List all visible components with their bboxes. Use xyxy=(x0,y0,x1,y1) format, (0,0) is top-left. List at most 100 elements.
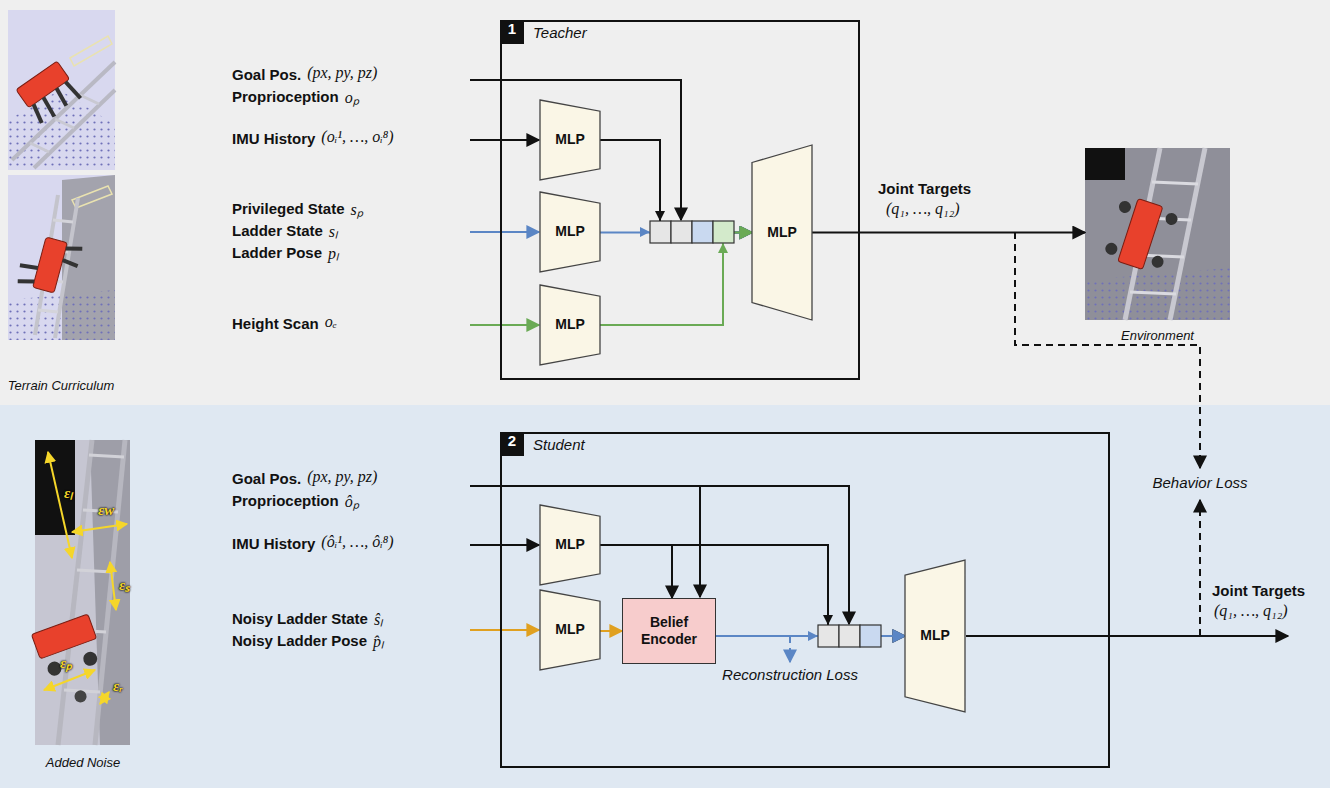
environment-image xyxy=(1104,241,1119,256)
mlp-outline xyxy=(540,505,600,585)
feature-vector xyxy=(650,221,671,243)
terrain-image-ramp xyxy=(34,90,115,168)
noise-image xyxy=(31,440,130,745)
model-frame: 2 StudentMLP MLP Belief Encoder MLP xyxy=(500,432,1110,768)
input-name: Proprioception xyxy=(232,492,339,509)
terrain-image-ramp xyxy=(55,119,74,128)
input-name: Noisy Ladder State xyxy=(232,610,368,627)
math-symbol: (ôᵢ¹, …, ôᵢ⁸) xyxy=(321,533,393,551)
noise-image xyxy=(73,689,88,704)
connector-arrow xyxy=(812,232,1085,234)
connector-arrow xyxy=(600,545,672,598)
feature-arrowhead xyxy=(823,615,833,625)
terrain-image-ramp xyxy=(55,88,68,106)
feature-vector xyxy=(713,221,734,243)
block-label: MLP xyxy=(555,223,585,241)
environment-image xyxy=(1085,268,1230,320)
terrain-image-ladder xyxy=(18,277,34,285)
frame-tab: 1Teacher xyxy=(500,20,587,44)
input-name: Goal Pos. xyxy=(232,66,301,83)
noise-symbol: εᵣ xyxy=(113,678,123,695)
feature-arrowhead xyxy=(718,243,728,253)
environment-image xyxy=(1085,148,1125,180)
math-symbol: (oᵢ¹, …, oᵢ⁸) xyxy=(321,128,393,146)
math-symbol: ŝₗ xyxy=(374,608,383,630)
terrain-image-ramp xyxy=(8,10,115,170)
feature-vector xyxy=(839,625,860,647)
input-arrow xyxy=(470,324,539,326)
loss-arrow xyxy=(1199,500,1201,636)
connector-arrow xyxy=(600,140,752,233)
block-label: MLP xyxy=(555,131,585,149)
frame-title: Student xyxy=(533,436,585,453)
terrain-image-ladder xyxy=(66,245,82,253)
model-frame: 1TeacherMLP MLP MLP MLP xyxy=(500,20,860,380)
mlp-outline xyxy=(540,192,600,272)
frame-title: Teacher xyxy=(533,24,587,41)
noise-image xyxy=(48,452,72,558)
belief-encoder: Belief Encoder xyxy=(622,598,716,664)
mlp-outline xyxy=(540,285,600,365)
terrain-image-ramp xyxy=(16,61,82,126)
block-label: MLP xyxy=(555,536,585,554)
block-label: MLP xyxy=(920,627,950,645)
caption-holder: Environment xyxy=(1085,320,1230,344)
noise-image xyxy=(44,670,95,690)
terrain-image-ramp xyxy=(30,104,45,123)
terrain-image-ladder xyxy=(15,232,83,297)
terrain-image-ramp xyxy=(42,97,56,116)
terrain-image-ramp xyxy=(80,95,99,104)
terrain-image-ladder xyxy=(62,260,78,266)
input-name: Ladder Pose xyxy=(232,244,322,261)
input-name: Height Scan xyxy=(232,315,319,332)
noise-image xyxy=(81,650,99,668)
mlp-outline xyxy=(540,100,600,180)
loss-arrow xyxy=(789,636,791,662)
terrain-image-ladder xyxy=(8,175,115,340)
feature-arrowhead xyxy=(655,211,665,221)
math-symbol: (px, py, pz) xyxy=(307,468,377,486)
noise-image xyxy=(89,455,124,457)
input-name: Goal Pos. xyxy=(232,470,301,487)
input-arrow xyxy=(470,231,539,233)
mlp-outline xyxy=(752,145,812,320)
environment-image xyxy=(1130,292,1176,294)
noise-symbol: εₚ xyxy=(60,652,72,672)
block-label: MLP xyxy=(767,224,797,242)
mlp-block: MLP xyxy=(540,192,600,272)
connector-arrow xyxy=(600,630,622,632)
noise-image xyxy=(90,440,130,745)
image-caption: Environment xyxy=(1121,328,1194,343)
noise-symbol: εₛ xyxy=(119,574,130,594)
mlp-block: MLP xyxy=(540,590,600,670)
block-label: MLP xyxy=(555,621,585,639)
terrain-image-ramp xyxy=(16,61,70,108)
caption-label: Behavior Loss xyxy=(1149,474,1250,491)
feature-arrowhead xyxy=(808,631,818,641)
mlp-block: MLP xyxy=(540,505,600,585)
environment-image xyxy=(1103,194,1180,275)
mlp-outline xyxy=(905,560,965,712)
feature-vector xyxy=(671,221,692,243)
environment-image xyxy=(1150,254,1165,269)
block-label: MLP xyxy=(555,316,585,334)
terrain-image-ramp xyxy=(12,62,115,160)
terrain-image-ladder xyxy=(33,237,68,293)
environment-image xyxy=(1117,199,1132,214)
terrain-image-ramp xyxy=(30,143,49,152)
math-symbol: p̂ₗ xyxy=(373,630,384,652)
environment-image xyxy=(1164,211,1179,226)
noise-image xyxy=(35,440,75,535)
mlp-block: MLP xyxy=(905,560,965,712)
math-symbol: (q₁, …, q₁₂) xyxy=(1214,602,1288,620)
input-arrow xyxy=(470,80,849,630)
loss-arrow xyxy=(790,232,1200,662)
callout-number: 2 xyxy=(500,432,524,456)
terrain-image-ladder xyxy=(53,220,73,222)
mlp-outline xyxy=(540,590,600,670)
noise-image xyxy=(35,440,130,745)
